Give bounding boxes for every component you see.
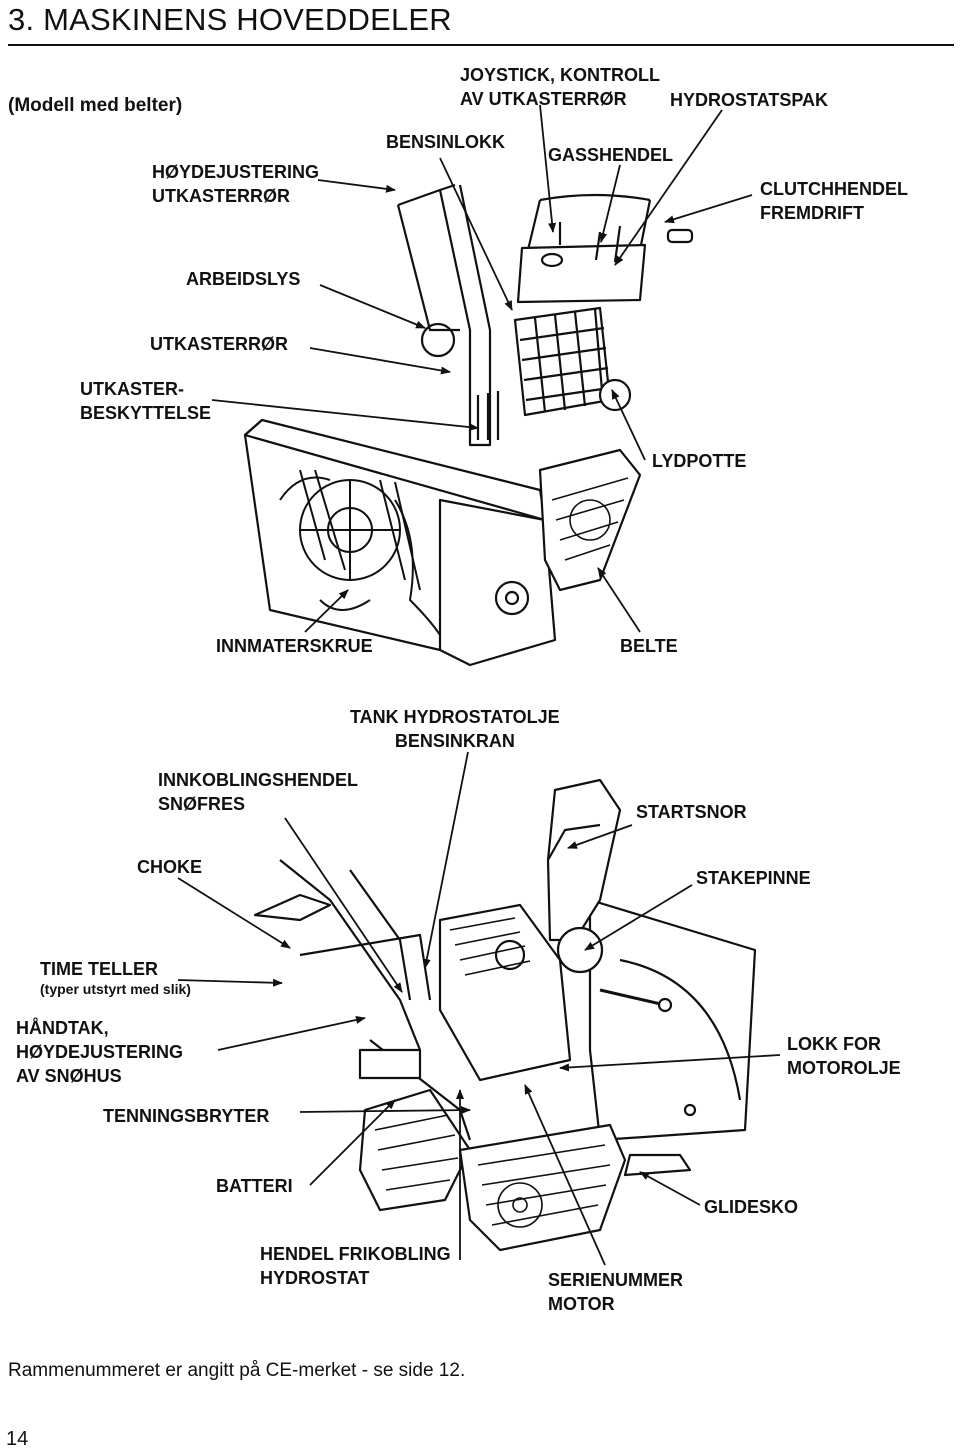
label-tank-line1: TANK HYDROSTATOLJE [350, 707, 560, 727]
label-lydpotte: LYDPOTTE [652, 451, 747, 471]
label-stakepinne: STAKEPINNE [696, 868, 811, 888]
label-frikobling-line2: HYDROSTAT [260, 1268, 370, 1288]
frame-number-note: Rammenummeret er angitt på CE-merket - s… [8, 1360, 466, 1381]
label-timeteller-line2: (typer utstyrt med slik) [40, 981, 191, 997]
label-tank-bensinkran: TANK HYDROSTATOLJE BENSINKRAN [350, 705, 560, 753]
title-divider [8, 44, 954, 46]
label-hoydejustering-utkasterror: HØYDEJUSTERING UTKASTERRØR [152, 160, 319, 208]
label-lokk-line2: MOTOROLJE [787, 1058, 901, 1078]
label-hoydejustering-line1: HØYDEJUSTERING [152, 162, 320, 182]
label-handtak: HÅNDTAK, HØYDEJUSTERING AV SNØHUS [16, 1016, 183, 1088]
bottom-machine-drawing [253, 778, 757, 1252]
label-arbeidslys: ARBEIDSLYS [186, 269, 301, 289]
label-lokk-motorolje: LOKK FOR MOTOROLJE [787, 1032, 901, 1080]
label-frikobling-line1: HENDEL FRIKOBLING [260, 1244, 451, 1264]
label-batteri: BATTERI [216, 1176, 293, 1196]
label-utkasterror: UTKASTERRØR [150, 334, 288, 354]
label-clutch-line1: CLUTCHHENDEL [760, 179, 908, 199]
label-tenningsbryter: TENNINGSBRYTER [103, 1106, 270, 1126]
label-joystick-line1: JOYSTICK, KONTROLL [460, 65, 661, 85]
bottom-leader-lines [177, 751, 781, 1266]
label-handtak-line1: HÅNDTAK, [16, 1018, 109, 1038]
label-innkobling-line1: INNKOBLINGSHENDEL [158, 770, 359, 790]
label-timeteller-line1: TIME TELLER [40, 959, 158, 979]
label-joystick: JOYSTICK, KONTROLL AV UTKASTERRØR [460, 63, 660, 111]
label-tank-line2: BENSINKRAN [394, 731, 515, 751]
label-glidesko: GLIDESKO [704, 1197, 799, 1217]
label-serienummer-line1: SERIENUMMER [548, 1270, 684, 1290]
label-lokk-line1: LOKK FOR [787, 1034, 881, 1054]
label-startsnor: STARTSNOR [636, 802, 747, 822]
label-joystick-line2: AV UTKASTERRØR [460, 89, 627, 109]
label-belte: BELTE [620, 636, 678, 656]
label-serienummer-line2: MOTOR [548, 1294, 615, 1314]
label-serienummer-motor: SERIENUMMER MOTOR [548, 1268, 683, 1316]
label-choke: CHOKE [137, 857, 203, 877]
label-gasshendel: GASSHENDEL [548, 145, 674, 165]
label-innmaterskrue: INNMATERSKRUE [216, 636, 373, 656]
label-beskyttelse-line1: UTKASTER- [80, 379, 184, 399]
label-hendel-frikobling: HENDEL FRIKOBLING HYDROSTAT [260, 1242, 451, 1290]
label-innkoblingshendel: INNKOBLINGSHENDEL SNØFRES [158, 768, 358, 816]
page-number: 14 [6, 1428, 29, 1450]
section-title: 3. MASKINENS HOVEDDELER [8, 2, 452, 37]
label-handtak-line2: HØYDEJUSTERING [16, 1042, 184, 1062]
label-handtak-line3: AV SNØHUS [16, 1066, 122, 1086]
label-bensinlokk: BENSINLOKK [386, 132, 506, 152]
top-machine-drawing [243, 183, 694, 667]
label-innkobling-line2: SNØFRES [158, 794, 246, 814]
label-clutchhendel: CLUTCHHENDEL FREMDRIFT [760, 177, 908, 225]
label-time-teller: TIME TELLER (typer utstyrt med slik) [40, 957, 191, 997]
label-utkasterbeskyttelse: UTKASTER- BESKYTTELSE [80, 377, 211, 425]
label-hydrostatspak: HYDROSTATSPAK [670, 90, 829, 110]
label-clutch-line2: FREMDRIFT [760, 203, 864, 223]
model-note: (Modell med belter) [8, 95, 183, 116]
label-hoydejustering-line2: UTKASTERRØR [152, 186, 290, 206]
label-beskyttelse-line2: BESKYTTELSE [80, 403, 212, 423]
top-leader-lines [211, 104, 753, 633]
